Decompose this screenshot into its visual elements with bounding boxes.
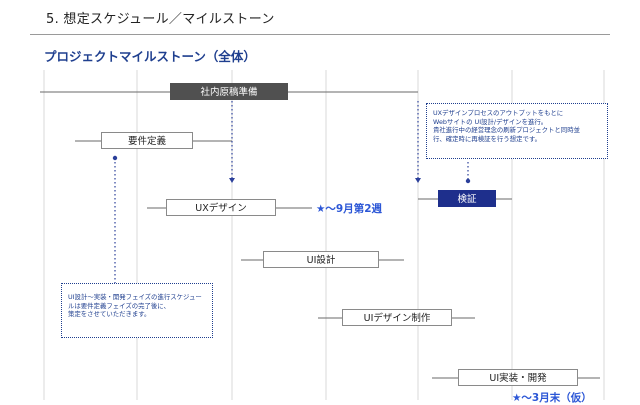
section-subtitle: プロジェクトマイルストーン（全体） (44, 49, 256, 64)
task-requirements: 要件定義 (101, 132, 193, 149)
arrowheads (229, 178, 421, 183)
note-line: 行、確定時に再検証を行う想定です。 (433, 134, 541, 143)
slide-title: 5. 想定スケジュール／マイルストーン (46, 12, 275, 27)
arrow-down-icon (415, 178, 421, 183)
note-line: ルは要件定義フェイズの完了後に、 (68, 301, 170, 310)
note-line: 策定をさせていただきます。 (68, 310, 151, 319)
task-ui-impl: UI実装・開発 (458, 369, 578, 386)
task-verification: 検証 (438, 190, 496, 207)
milestone-sep: ★〜9月第2週 (316, 203, 383, 215)
note-line: 貴社進行中の経営理念の刷新プロジェクトと同時並 (433, 126, 580, 135)
dot-marker (112, 155, 118, 161)
note-line: UI設計〜実装・開発フェイズの進行スケジュー (68, 293, 202, 301)
note-line: UXデザインプロセスのアウトプットをもとに (433, 109, 564, 117)
ux-process-note: UXデザインプロセスのアウトプットをもとに Webサイトの UI設計/デザインを… (426, 103, 608, 159)
ui-phase-note: UI設計〜実装・開発フェイズの進行スケジュー ルは要件定義フェイズの完了後に、 … (61, 283, 213, 338)
dotted-connectors (114, 101, 469, 283)
task-ui-design: UI設計 (263, 251, 379, 268)
title-rule (30, 34, 610, 35)
milestone-bottom: ★〜3月末（仮） (512, 392, 592, 404)
task-ux-design: UXデザイン (166, 199, 276, 216)
connector-dots (112, 155, 471, 184)
task-ui-production: UIデザイン制作 (342, 309, 452, 326)
dot-marker (465, 178, 471, 184)
note-line: Webサイトの UI設計/デザインを進行。 (433, 117, 548, 126)
arrow-down-icon (229, 178, 235, 183)
task-draft-prep: 社内原稿準備 (170, 83, 288, 100)
